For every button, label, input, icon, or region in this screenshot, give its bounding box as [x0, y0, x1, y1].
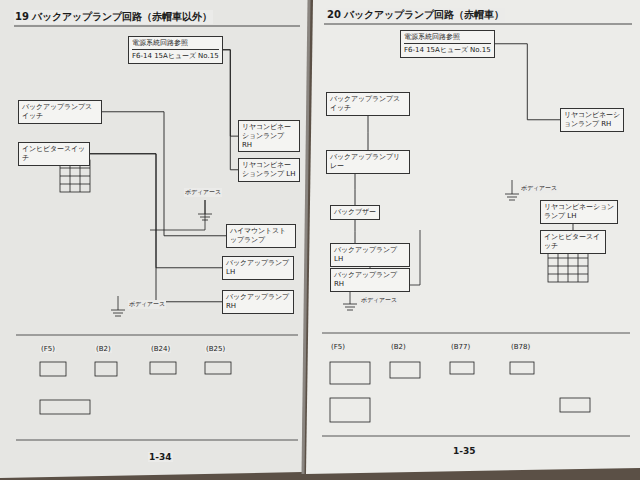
ground-symbol	[505, 180, 519, 200]
component-name: リヤコンビネーションランプ LH	[242, 161, 296, 179]
connector-icon	[330, 398, 370, 422]
component-name: 電源系統回路参照	[132, 39, 219, 50]
part-label: ボディアース	[360, 296, 398, 305]
component-name: F6-14 15Aヒューズ No.15	[132, 52, 219, 61]
wire	[355, 220, 356, 243]
right-page	[306, 0, 640, 474]
connector-icon	[510, 362, 534, 374]
gutter	[303, 0, 309, 474]
component-box: バックアップランプスイッチ	[326, 92, 410, 116]
part-label: (B25)	[205, 345, 226, 353]
component-box: ハイマウントストップランプ	[226, 224, 296, 248]
component-box: リヤコンビネーションランプ RH	[560, 108, 624, 132]
component-name: バックアップランプスイッチ	[22, 103, 98, 121]
component-box: バックアップランプ LH	[222, 256, 294, 280]
component-name: リヤコンビネーションランプ RH	[564, 111, 620, 129]
left-page	[0, 0, 309, 478]
component-name: バックアップランプ RH	[334, 271, 406, 289]
component-name: F6-14 15Aヒューズ No.15	[404, 46, 491, 55]
part-label: (F5)	[330, 343, 346, 351]
table-grid	[548, 250, 588, 282]
wire	[223, 50, 238, 170]
connector-icon	[205, 362, 231, 374]
footer-rule	[16, 440, 298, 441]
component-box: バックアップランプ RH	[222, 290, 294, 314]
component-name: リヤコンビネーションランプ LH	[544, 203, 614, 221]
component-name: 電源系統回路参照	[404, 33, 491, 44]
component-name: バックアップランプスイッチ	[330, 95, 406, 113]
wire	[102, 112, 226, 236]
ground-symbol	[111, 296, 125, 316]
power-source-box: 電源系統回路参照 F6-14 15Aヒューズ No.15	[400, 30, 495, 58]
component-name: バックブザー	[334, 208, 376, 217]
connector-icon	[40, 362, 66, 376]
component-name: インヒビタースイッチ	[544, 233, 602, 251]
component-box: バックアップランプリレー	[326, 150, 410, 174]
component-box: インヒビタースイッチ	[18, 142, 90, 166]
component-box: リヤコンビネーションランプ LH	[540, 200, 618, 224]
component-name: バックアップランプ RH	[226, 293, 290, 311]
wire	[355, 174, 356, 206]
connector-icon	[560, 398, 590, 412]
wire	[495, 44, 560, 120]
page-title: 20 バックアップランプ回路（赤帽車）	[326, 8, 505, 22]
wire	[368, 116, 369, 151]
component-box: リヤコンビネーションランプ LH	[238, 158, 300, 182]
power-source-box: 電源系統回路参照 F6-14 15Aヒューズ No.15	[128, 36, 223, 64]
part-label: (B2)	[95, 345, 112, 353]
title-rule	[14, 26, 300, 27]
connector-icon	[390, 362, 420, 378]
component-name: ハイマウントストップランプ	[230, 227, 292, 245]
component-box: バックアップランプ RH	[330, 268, 410, 292]
part-label: (B2)	[390, 343, 407, 351]
title-rule	[324, 24, 632, 25]
part-label: ボディアース	[520, 184, 558, 193]
connector-icon	[330, 362, 370, 384]
switch-table	[548, 250, 588, 282]
component-box: バックブザー	[330, 205, 380, 220]
footer-rule	[322, 436, 630, 437]
component-box: リヤコンビネーションランプ RH	[238, 120, 300, 152]
connector-icon	[40, 400, 90, 414]
part-label: (B78)	[510, 343, 531, 351]
component-box: バックアップランプ LH	[330, 243, 410, 267]
part-label: (B77)	[450, 343, 471, 351]
component-name: リヤコンビネーションランプ RH	[242, 123, 296, 149]
ground-symbol	[343, 290, 357, 310]
part-label: ボディアース	[184, 188, 222, 197]
connector-icon	[95, 362, 117, 376]
component-name: バックアップランプ LH	[334, 246, 406, 264]
wire	[90, 154, 222, 302]
component-name: バックアップランプリレー	[330, 153, 406, 171]
part-label: (B24)	[150, 345, 171, 353]
connector-icon	[450, 362, 474, 374]
page-title: 19 バックアップランプ回路（赤帽車以外）	[14, 10, 213, 24]
ground-wire	[150, 200, 205, 230]
section-rule	[16, 335, 298, 336]
component-box: インヒビタースイッチ	[540, 230, 606, 254]
component-name: インヒビタースイッチ	[22, 145, 86, 163]
component-name: バックアップランプ LH	[226, 259, 290, 277]
connector-icon	[150, 362, 176, 374]
page-number: 1-35	[452, 446, 477, 456]
section-rule	[322, 333, 630, 334]
component-box: バックアップランプスイッチ	[18, 100, 102, 124]
part-label: (F5)	[40, 345, 56, 353]
part-label: ボディアース	[128, 300, 166, 309]
page-number: 1-34	[148, 452, 173, 462]
